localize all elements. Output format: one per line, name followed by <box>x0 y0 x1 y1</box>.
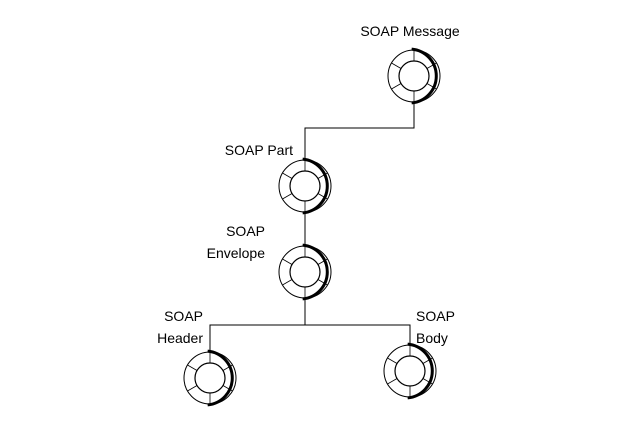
ring-node-icon <box>278 157 332 215</box>
node-soap-part: SOAP Part <box>225 142 332 215</box>
node-soap-envelope: SOAP Envelope <box>207 223 332 301</box>
node-label-line: Envelope <box>207 245 266 261</box>
node-label-line: Header <box>157 330 203 346</box>
ring-node-icon <box>183 349 237 407</box>
node-label-soap-header: SOAP Header <box>157 308 203 346</box>
node-label-line: SOAP Message <box>360 23 460 39</box>
ring-node-icon <box>387 47 441 105</box>
node-label-soap-part: SOAP Part <box>225 142 293 158</box>
connectors <box>209 103 415 352</box>
node-label-soap-envelope: SOAP Envelope <box>207 223 266 261</box>
node-soap-header: SOAP Header <box>157 308 237 407</box>
ring-node-icon <box>278 243 332 301</box>
node-label-line: SOAP <box>164 308 203 324</box>
node-label-line: SOAP <box>226 223 265 239</box>
node-label-line: SOAP Part <box>225 142 293 158</box>
ring-node-icon <box>383 342 437 400</box>
node-label-soap-message: SOAP Message <box>360 23 460 39</box>
connector-soap-envelope-to-soap-header <box>209 298 306 352</box>
node-soap-message: SOAP Message <box>360 23 460 105</box>
node-label-line: SOAP <box>416 308 455 324</box>
node-soap-body: SOAP Body <box>383 308 455 400</box>
connector-soap-message-to-soap-part <box>304 103 415 160</box>
node-label-line: Body <box>416 330 448 346</box>
connector-soap-envelope-to-soap-body <box>305 324 411 345</box>
node-label-soap-body: SOAP Body <box>416 308 455 346</box>
